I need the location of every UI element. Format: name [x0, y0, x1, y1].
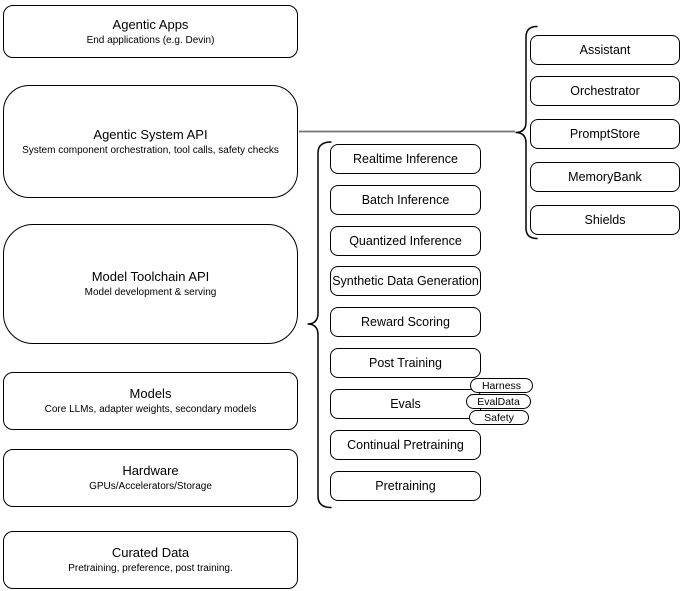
- node-title: Curated Data: [111, 545, 190, 560]
- node-subtitle: System component orchestration, tool cal…: [22, 144, 279, 156]
- pill-label: EvalData: [477, 395, 520, 408]
- toolchain-brace: [307, 141, 332, 509]
- node-batch-inference: Batch Inference: [330, 185, 481, 215]
- node-label: MemoryBank: [568, 170, 642, 184]
- node-models: Models Core LLMs, adapter weights, secon…: [3, 372, 298, 430]
- node-continual-pretraining: Continual Pretraining: [330, 430, 481, 460]
- node-title: Model Toolchain API: [91, 269, 210, 284]
- node-realtime-inference: Realtime Inference: [330, 144, 481, 174]
- node-label: Post Training: [369, 356, 442, 370]
- node-hardware: Hardware GPUs/Accelerators/Storage: [3, 449, 298, 507]
- node-curated-data: Curated Data Pretraining, preference, po…: [3, 531, 298, 589]
- node-label: PromptStore: [569, 127, 641, 141]
- node-agentic-system-api: Agentic System API System component orch…: [3, 85, 298, 198]
- pill-safety: Safety: [469, 410, 529, 425]
- node-subtitle: Model development & serving: [84, 287, 217, 298]
- node-label: Orchestrator: [570, 84, 640, 98]
- node-shields: Shields: [530, 205, 680, 235]
- node-orchestrator: Orchestrator: [530, 76, 680, 106]
- node-agentic-apps: Agentic Apps End applications (e.g. Devi…: [3, 5, 298, 58]
- node-label: Realtime Inference: [353, 152, 458, 166]
- pill-evaldata: EvalData: [466, 394, 531, 409]
- node-label: Shields: [584, 213, 626, 227]
- node-label: Continual Pretraining: [347, 438, 464, 452]
- node-model-toolchain-api: Model Toolchain API Model development & …: [3, 224, 298, 344]
- node-quantized-inference: Quantized Inference: [330, 226, 481, 256]
- node-reward-scoring: Reward Scoring: [330, 307, 481, 337]
- node-subtitle: GPUs/Accelerators/Storage: [89, 481, 212, 492]
- node-label: Assistant: [579, 43, 631, 57]
- system-components-brace: [515, 25, 538, 240]
- node-label: Quantized Inference: [349, 234, 462, 248]
- node-post-training: Post Training: [330, 348, 481, 378]
- pill-harness: Harness: [470, 378, 533, 393]
- node-title: Models: [129, 386, 172, 401]
- node-subtitle: Pretraining, preference, post training.: [68, 563, 233, 574]
- node-label: Pretraining: [375, 479, 436, 493]
- node-assistant: Assistant: [530, 35, 680, 65]
- node-memorybank: MemoryBank: [530, 162, 680, 192]
- pill-label: Harness: [481, 379, 522, 392]
- node-synthetic-data-generation: Synthetic Data Generation: [330, 266, 481, 296]
- node-evals: Evals: [330, 389, 481, 419]
- node-title: Agentic Apps: [112, 16, 189, 32]
- pill-label: Safety: [484, 411, 514, 424]
- node-pretraining: Pretraining: [330, 471, 481, 501]
- node-promptstore: PromptStore: [530, 119, 680, 149]
- node-label: Reward Scoring: [361, 315, 450, 329]
- node-label: Synthetic Data Generation: [332, 274, 479, 288]
- node-label: Batch Inference: [361, 193, 450, 207]
- node-title: Hardware: [122, 463, 179, 478]
- node-label: Evals: [390, 397, 421, 411]
- node-subtitle: End applications (e.g. Devin): [86, 34, 215, 46]
- node-subtitle: Core LLMs, adapter weights, secondary mo…: [44, 404, 257, 415]
- node-title: Agentic System API: [93, 126, 208, 142]
